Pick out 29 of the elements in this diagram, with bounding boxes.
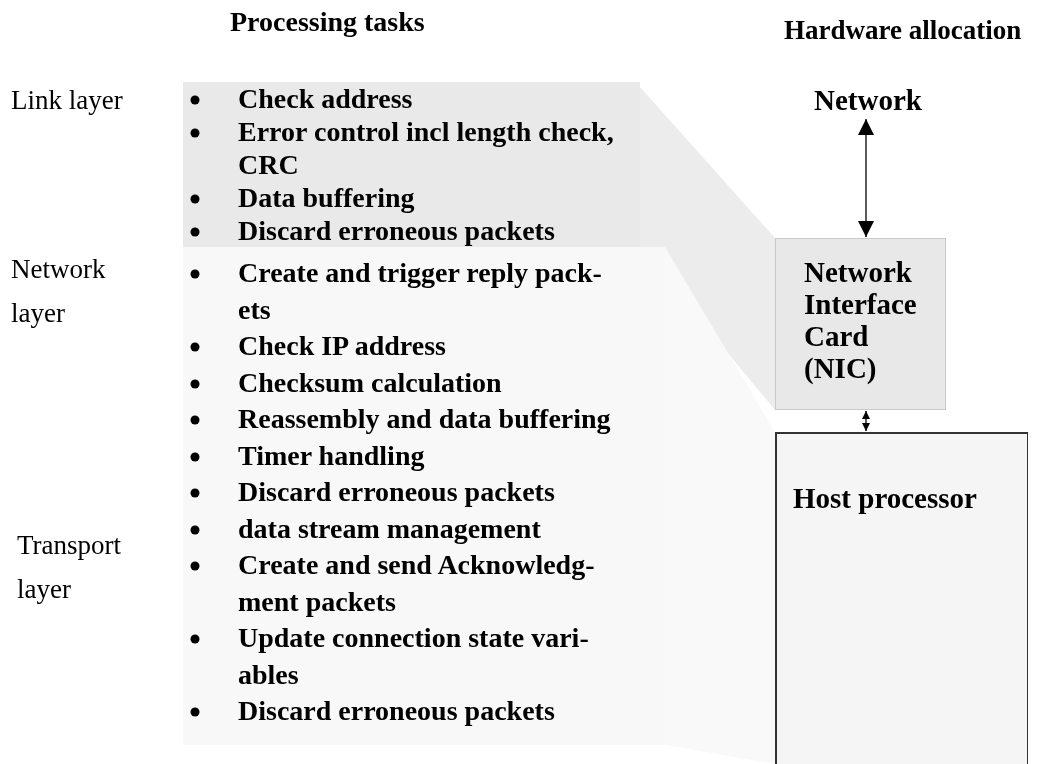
column-heading: Hardware allocation xyxy=(784,14,1022,47)
task-item: Check IP address xyxy=(238,329,447,363)
task-item: Check address xyxy=(238,82,414,115)
nic-box xyxy=(775,238,946,410)
task-item: Data buffering xyxy=(238,181,416,214)
box-label: Network Interface Card (NIC) xyxy=(804,256,918,384)
task-item: Checksum calculation xyxy=(238,365,503,400)
task-item: Discard erroneous packets xyxy=(238,475,556,509)
layer-label: Network layer xyxy=(11,253,107,330)
layer-label: Link layer xyxy=(11,84,123,117)
double-arrow xyxy=(862,410,870,432)
projection-shading xyxy=(640,87,775,410)
layer-label: Transport layer xyxy=(17,529,123,606)
column-heading: Processing tasks xyxy=(230,5,425,39)
task-item: Update connection state vari- ables xyxy=(238,621,590,692)
task-panel xyxy=(183,247,665,745)
network-label: Network xyxy=(800,84,936,118)
task-item: Create and trigger reply pack- ets xyxy=(238,256,603,327)
task-item: Discard erroneous packets xyxy=(238,214,556,247)
double-arrow xyxy=(858,118,874,238)
task-panel xyxy=(183,82,640,247)
task-item: Create and send Acknowledg- ment packets xyxy=(238,548,596,619)
task-item: Timer handling xyxy=(238,438,426,473)
task-item: Reassembly and data buffering xyxy=(238,402,612,436)
task-item: Discard erroneous packets xyxy=(238,694,556,728)
task-item: Error control incl length check, CRC xyxy=(238,115,615,181)
box-label: Host processor xyxy=(793,482,978,514)
task-item: data stream management xyxy=(238,511,542,546)
host-processor-box xyxy=(775,432,1028,764)
